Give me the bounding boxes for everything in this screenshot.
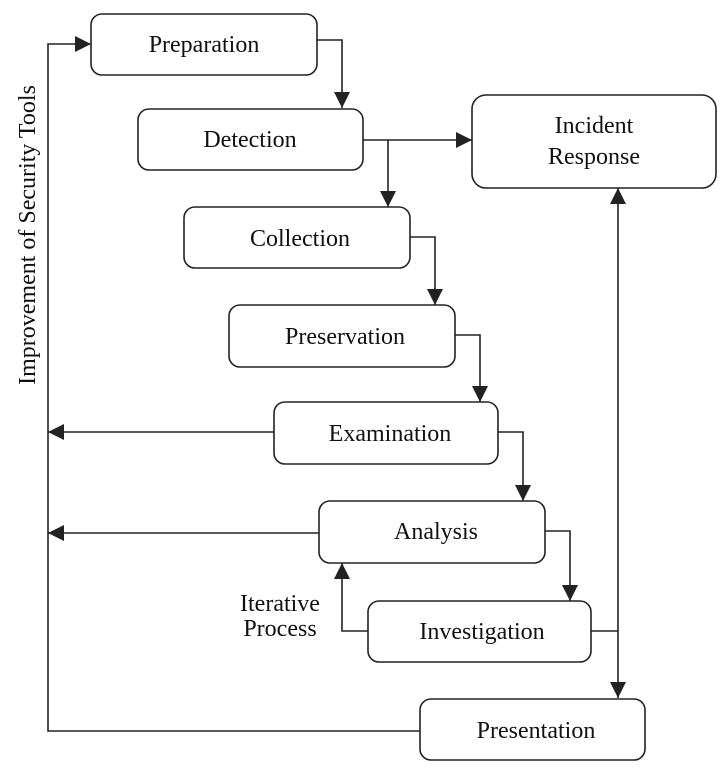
node-incident-response-line1: Incident bbox=[555, 113, 634, 139]
node-investigation-label: Investigation bbox=[419, 619, 544, 645]
node-detection: Detection bbox=[137, 108, 364, 171]
node-incident-response-line2: Response bbox=[548, 144, 640, 170]
node-collection-label: Collection bbox=[250, 226, 350, 252]
edge-feedback-rail bbox=[47, 36, 420, 732]
node-examination: Examination bbox=[273, 401, 499, 465]
edge-preservation-examination bbox=[455, 334, 488, 402]
node-preservation: Preservation bbox=[228, 304, 456, 368]
iterative-process-label-line1: Iterative bbox=[240, 591, 320, 617]
edge-examination-analysis bbox=[498, 431, 531, 501]
edge-investigation-analysis-iterative bbox=[334, 563, 368, 632]
edge-collection-preservation bbox=[410, 236, 443, 305]
iterative-process-label-line2: Process bbox=[243, 616, 316, 642]
node-preservation-label: Preservation bbox=[285, 324, 405, 350]
node-presentation: Presentation bbox=[419, 698, 646, 761]
node-presentation-label: Presentation bbox=[477, 718, 596, 744]
node-incident-response: Incident Response bbox=[471, 94, 717, 189]
node-analysis: Analysis bbox=[318, 500, 546, 564]
node-preparation-label: Preparation bbox=[149, 32, 260, 58]
edge-analysis-investigation bbox=[545, 530, 578, 601]
edge-preparation-detection bbox=[317, 39, 350, 108]
node-analysis-label: Analysis bbox=[394, 519, 478, 545]
node-collection: Collection bbox=[183, 206, 411, 269]
node-examination-label: Examination bbox=[329, 421, 452, 447]
node-preparation: Preparation bbox=[90, 13, 318, 76]
side-label-improvement-security-tools: Improvement of Security Tools bbox=[15, 85, 41, 385]
node-investigation: Investigation bbox=[367, 600, 592, 663]
node-detection-label: Detection bbox=[203, 127, 296, 153]
